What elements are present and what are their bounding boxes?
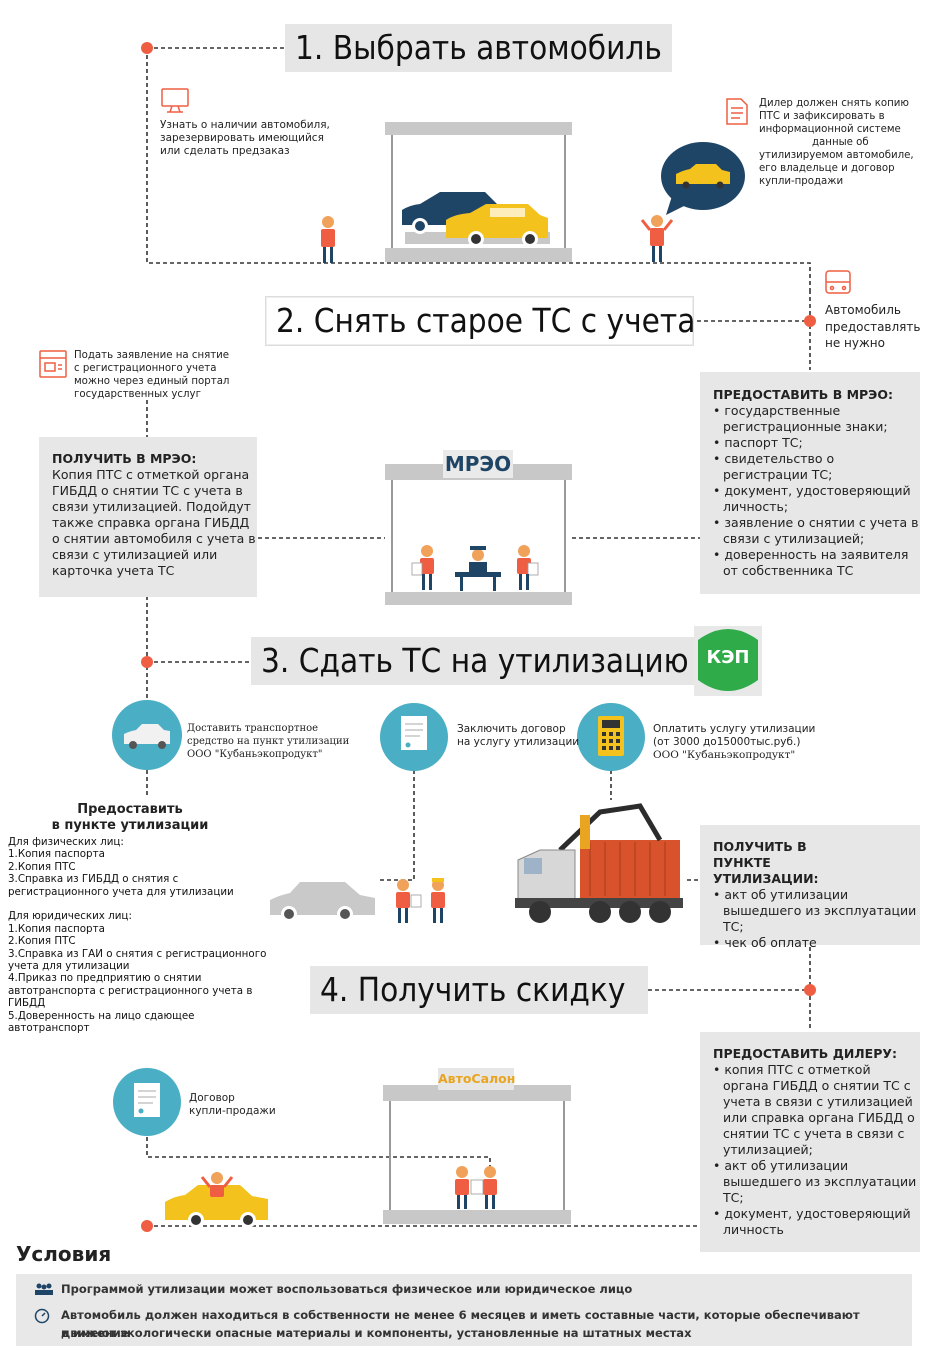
dealer-provide-list: копия ПТС с отметкой органа ГИБДД о снят…	[713, 1062, 920, 1238]
mreo-receive-text: Копия ПТС с отметкой органа ГИБДД о снят…	[52, 467, 256, 578]
list-item: акт об утилизации вышедшего из эксплуата…	[713, 887, 920, 935]
step-3-title: 3. Сдать ТС на утилизацию	[251, 637, 694, 685]
step-4-title: 4. Получить скидку	[310, 966, 648, 1014]
conditions-box: Программой утилизации может воспользоват…	[16, 1274, 912, 1346]
clock-icon	[34, 1308, 50, 1324]
list-item: документ, удостоверяющий личность	[713, 1206, 920, 1238]
mreo-receive-title: ПОЛУЧИТЬ В МРЭО:	[52, 451, 197, 466]
list-item: чек об оплате	[713, 935, 920, 951]
list-item: паспорт ТС;	[713, 435, 920, 451]
conditions-title: Условия	[16, 1242, 112, 1266]
list-item: акт об утилизации вышедшего из эксплуата…	[713, 1158, 920, 1206]
list-item: копия ПТС с отметкой органа ГИБДД о снят…	[713, 1062, 920, 1158]
mreo-sign: МРЭО	[444, 452, 512, 476]
mreo-provide-list: государственные регистрационные знаки; п…	[713, 403, 920, 579]
list-item: заявление о снятии с учета в связи с ути…	[713, 515, 920, 547]
people-icon	[35, 1283, 53, 1295]
condition-1: Программой утилизации может воспользоват…	[61, 1282, 633, 1296]
mreo-receive-box: ПОЛУЧИТЬ В МРЭО: Копия ПТС с отметкой ор…	[39, 437, 257, 597]
condition-2b: и имеют экологически опасные материалы и…	[61, 1326, 692, 1340]
note-choose-car: Узнать о наличии автомобиля,зарезервиров…	[160, 119, 330, 157]
condition-2a: Автомобиль должен находиться в собственн…	[61, 1308, 860, 1340]
step-1-title: 1. Выбрать автомобиль	[285, 24, 672, 72]
list-item: доверенность на заявителя от собственник…	[713, 547, 920, 579]
dealer-provide-box: ПРЕДОСТАВИТЬ ДИЛЕРУ: копия ПТС с отметко…	[700, 1032, 920, 1252]
util-receive-title: ПОЛУЧИТЬ В ПУНКТЕ УТИЛИЗАЦИИ:	[713, 839, 819, 886]
util-receive-list: акт об утилизации вышедшего из эксплуата…	[713, 887, 920, 951]
step-2-title: 2. Снять старое ТС с учета	[265, 296, 695, 346]
mreo-provide-box: ПРЕДОСТАВИТЬ В МРЭО: государственные рег…	[700, 372, 920, 594]
note-pay: Оплатить услугу утилизации(от 3000 до150…	[653, 723, 816, 761]
autosalon-sign: АвтоСалон	[438, 1071, 516, 1086]
kep-logo: КЭП	[706, 647, 750, 668]
list-item: свидетельство о регистрации ТС;	[713, 451, 920, 483]
list-item: государственные регистрационные знаки;	[713, 403, 920, 435]
dealer-provide-title: ПРЕДОСТАВИТЬ ДИЛЕРУ:	[713, 1046, 898, 1061]
list-item: документ, удостоверяющий личность;	[713, 483, 920, 515]
mreo-provide-title: ПРЕДОСТАВИТЬ В МРЭО:	[713, 387, 893, 402]
util-receive-box: ПОЛУЧИТЬ В ПУНКТЕ УТИЛИЗАЦИИ: акт об ути…	[700, 825, 920, 950]
